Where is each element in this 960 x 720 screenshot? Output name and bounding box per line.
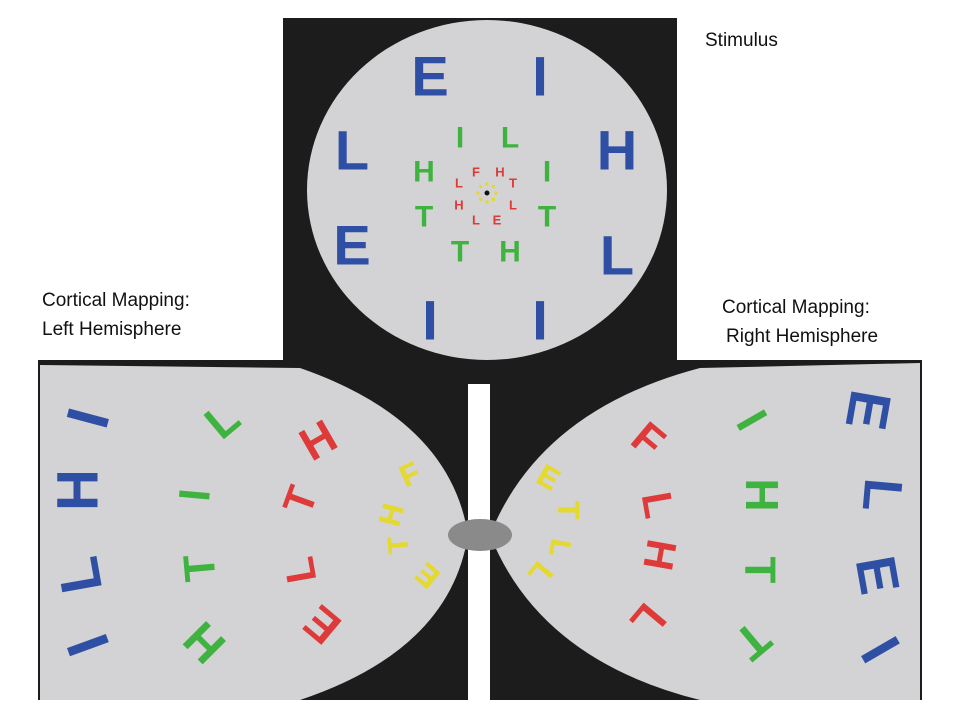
stimulus-letter-outer-1: I [532,45,548,108]
stimulus-letter-middle-6: H [499,236,521,269]
right-hemisphere-title-line2: Right Hemisphere [726,326,879,347]
stimulus-center-mark-3 [479,197,483,201]
stimulus-center-mark-4 [476,191,480,195]
stimulus-center-mark-0 [494,191,498,195]
left-map-letter-5: I [170,487,220,503]
left-map-letter-6: T [174,552,225,583]
fixation-dot [484,190,490,196]
stimulus-letter-middle-5: T [451,236,469,269]
midline-top-white [468,360,490,384]
stimulus-letter-middle-3: H [413,156,435,189]
right-map-letter-13: T [552,501,585,519]
left-hemisphere-map [40,365,468,700]
stimulus-letter-inner-6: L [472,213,480,228]
stimulus-center-mark-6 [485,182,489,186]
right-hemisphere-title-line1: Cortical Mapping: [722,297,870,318]
left-map-letter-1: H [46,469,111,511]
right-hemisphere-map [490,363,920,700]
stimulus-letter-outer-5: I [532,289,548,352]
stimulus-center-mark-1 [491,197,495,201]
stimulus-center-mark-2 [485,200,489,204]
stimulus-letter-inner-3: E [493,213,502,228]
stimulus-letter-outer-7: L [600,224,634,287]
stimulus-letter-inner-7: F [472,165,480,180]
stimulus-letter-outer-4: I [422,289,438,352]
stimulus-letter-inner-5: H [454,198,463,213]
stimulus-letter-outer-6: E [333,214,370,277]
stimulus-visual-field [307,20,667,360]
stimulus-letter-middle-4: T [538,201,556,234]
right-map-letter-14: L [543,537,577,559]
stimulus-label: Stimulus [705,30,778,51]
stimulus-letter-middle-1: I [456,122,464,155]
right-map-letter-6: T [736,557,785,584]
stimulus-letter-middle-0: L [501,122,519,155]
stimulus-letter-inner-2: L [455,176,463,191]
stimulus-letter-inner-4: L [509,198,517,213]
stimulus-letter-inner-0: H [495,165,504,180]
left-map-letter-14: T [382,535,414,555]
stimulus-letter-outer-0: E [411,45,448,108]
stimulus-letter-outer-2: H [597,119,637,182]
stimulus-center-mark-5 [479,185,483,189]
stimulus-center-mark-7 [491,185,495,189]
left-hemisphere-title-line1: Cortical Mapping: [42,290,190,311]
stimulus-letter-outer-3: L [335,119,369,182]
stimulus-letter-middle-7: I [543,156,551,189]
foveal-confluence [448,519,512,551]
left-hemisphere-title-line2: Left Hemisphere [42,319,182,340]
stimulus-letter-inner-1: T [509,176,517,191]
right-map-letter-1: L [851,476,914,514]
right-map-letter-5: H [736,478,788,511]
stimulus-letter-middle-2: T [415,201,433,234]
